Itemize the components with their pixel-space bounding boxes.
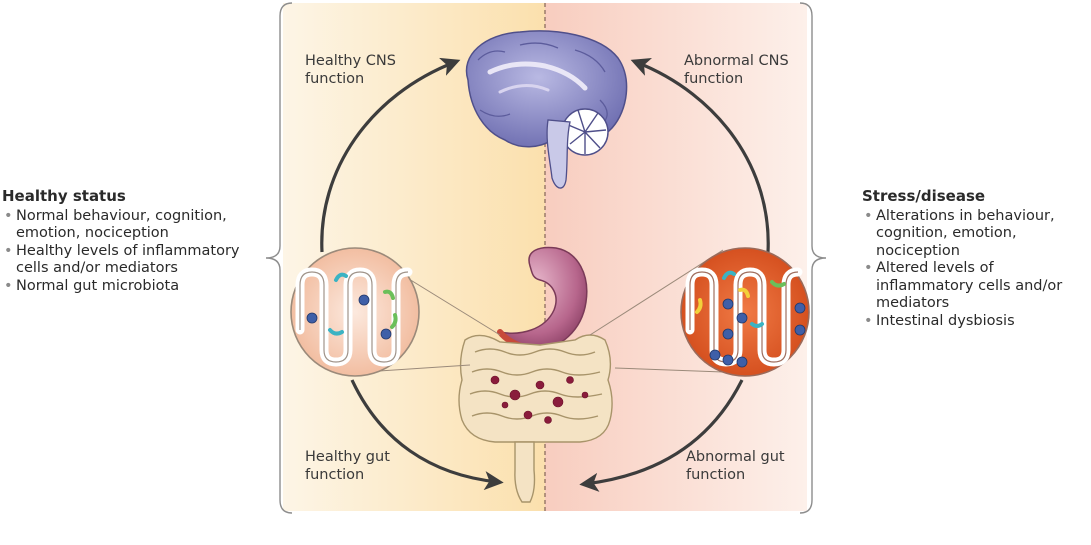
abnormal-gut-label: Abnormal gut function [686, 449, 785, 483]
healthy-gut-label: Healthy gut function [305, 449, 390, 483]
list-item: Healthy levels of inflammatory cells and… [2, 243, 267, 278]
list-item: Normal gut microbiota [2, 278, 267, 296]
inset-connector-right-top [589, 249, 724, 336]
healthy-status-panel: Healthy status Normal behaviour, cogniti… [2, 187, 267, 296]
list-item: Intestinal dysbiosis [862, 313, 1090, 331]
stress-disease-heading: Stress/disease [862, 187, 986, 205]
dysbiosis-inset-icon [680, 247, 810, 377]
arrow-healthy-gut-return [350, 379, 504, 491]
intestine-icon [458, 334, 613, 503]
list-item: Alterations in behaviour, cognition, emo… [862, 208, 1090, 261]
arrow-gut-to-brain-healthy [320, 57, 461, 253]
healthy-cns-label: Healthy CNS function [305, 53, 396, 87]
healthy-status-list: Normal behaviour, cognition, emotion, no… [2, 208, 267, 296]
list-item: Normal behaviour, cognition, emotion, no… [2, 208, 267, 243]
inset-connector-right-bottom [614, 367, 724, 373]
arrow-abnormal-gut-return [579, 379, 744, 492]
gut-microbiota-inset-icon [290, 247, 420, 377]
stress-disease-panel: Stress/disease Alterations in behaviour,… [862, 187, 1090, 331]
arrow-brain-to-gut-abnormal [630, 57, 770, 253]
healthy-status-heading: Healthy status [2, 187, 126, 205]
right-brace [799, 2, 827, 514]
stress-disease-list: Alterations in behaviour, cognition, emo… [862, 208, 1090, 331]
inset-connector-left-bottom [364, 364, 471, 373]
abnormal-cns-label: Abnormal CNS function [684, 53, 789, 87]
brain-icon [465, 30, 628, 189]
list-item: Altered levels of inflammatory cells and… [862, 260, 1090, 313]
